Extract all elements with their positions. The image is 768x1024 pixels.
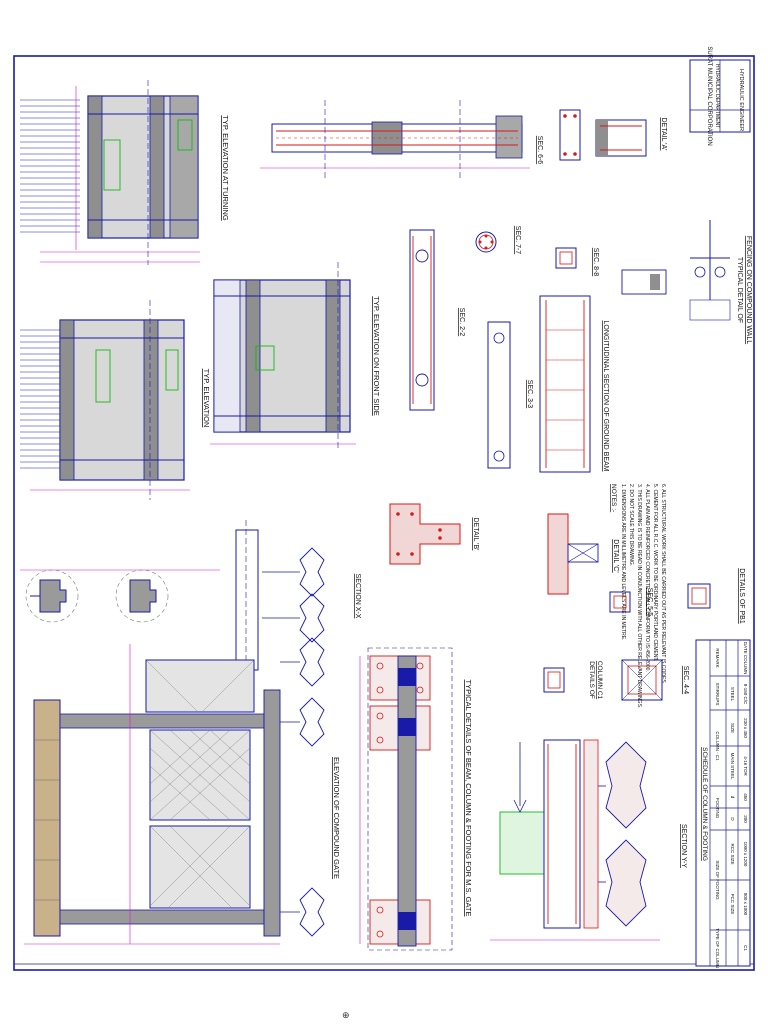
- label-beam-column-footing: TYPICAL DETAILS OF BEAM, COLUMN & FOOTIN…: [464, 680, 473, 917]
- schedule-table: SCHEDULE OF COLUMN & FOOTING TYPE OF COL…: [695, 639, 751, 968]
- schedule-subheader: RCC SIZE: [730, 843, 735, 864]
- note-item: 2. DO NOT SCALE THIS DRAWING.: [628, 484, 634, 566]
- note-item: 3. THIS DRAWING IS TO BE READ IN CONJUNC…: [636, 484, 642, 708]
- schedule-cell: 800 x 1000: [743, 893, 748, 916]
- schedule-cell: 4-16 TOR: [743, 756, 748, 776]
- schedule-header: STIRRUPS: [715, 683, 720, 706]
- sheet-border: [13, 55, 755, 971]
- label-typ-elevation: TYP. ELEVATION: [202, 369, 211, 428]
- schedule-cell: 200: [743, 815, 748, 823]
- schedule-header: SIZE OF FOOTING: [715, 860, 720, 900]
- view-column-c1: DETAILS OF COLUMN C1: [543, 661, 603, 700]
- sheet-mark: ⊕: [342, 1010, 350, 1020]
- label-column-c1-2: COLUMN C1: [596, 661, 603, 700]
- view-sec-7-7: SEC. 7-7: [475, 226, 521, 255]
- view-pb1: DETAILS OF PB1: [687, 568, 745, 624]
- label-fencing-2: FENCING ON COMPOUND WALL: [745, 236, 752, 344]
- label-column-c1-1: DETAILS OF: [588, 661, 595, 698]
- label-detail-a: DETAIL 'A': [660, 117, 667, 150]
- schedule-cell: C1: [743, 945, 748, 951]
- note-item: 5. CEMENT FOR ALL R.C.C. WORK TO BE ORDI…: [652, 484, 658, 661]
- schedule-cell: 8-150 C/C: [743, 684, 748, 705]
- schedule-subheader: PCC SIZE: [730, 894, 735, 915]
- view-section-xx: SECTION X-X: [20, 520, 361, 680]
- view-detail-c: DETAIL 'C': [547, 513, 619, 595]
- note-item: 6. ALL STRUCTURAL WORK SHALL BE CARRIED …: [660, 484, 666, 684]
- view-sec-8-8: SEC. 8-8: [555, 247, 599, 277]
- title-dept: HYDRAULIC DEPARTMENT: [714, 64, 720, 128]
- view-sec-4-4: SEC. 4-4: [621, 659, 689, 701]
- label-pb1: DETAILS OF PB1: [738, 568, 745, 624]
- view-detail-a: DETAIL 'A': [595, 117, 667, 157]
- schedule-title: SCHEDULE OF COLUMN & FOOTING: [701, 747, 708, 861]
- view-section-yy: SECTION Y-Y: [490, 739, 687, 941]
- label-elevation-front-side: TYP. ELEVATION ON FRONT SIDE: [372, 296, 381, 415]
- label-sec-5-5: SEC. 5-5: [646, 588, 653, 617]
- label-fencing-1: TYPICAL DETAIL OF: [736, 257, 743, 323]
- schedule-header: REMARK: [715, 648, 720, 667]
- view-ground-beam-longitudinal: LONGITUDINAL SECTION OF GROUND BEAM: [539, 295, 609, 473]
- label-sec-2-2: SEC. 2-2: [458, 308, 465, 337]
- label-sec-4-4: SEC. 4-4: [682, 666, 689, 695]
- view-sec-2-2: SEC. 2-2: [409, 229, 465, 411]
- view-fencing-detail: TYPICAL DETAIL OF FENCING ON COMPOUND WA…: [621, 220, 752, 344]
- view-elevation-turning: TYP. ELEVATION AT TURNING: [20, 80, 230, 265]
- label-sec-6-6: SEC. 6-6: [536, 136, 543, 165]
- schedule-header: TYPE OF COLUMN: [715, 928, 720, 968]
- view-detail-b: DETAIL 'B': [389, 503, 479, 565]
- note-item: 4. ALL PLAIN AND REINFORCED CONCRETE SHA…: [644, 484, 650, 672]
- label-section-yy: SECTION Y-Y: [680, 824, 687, 868]
- schedule-subheader: SIZE: [730, 723, 735, 733]
- view-ground-beam-elevation: [260, 100, 530, 180]
- schedule-cell: 450: [743, 793, 748, 801]
- view-typ-elevation: TYP. ELEVATION: [20, 300, 211, 500]
- notes-block: NOTES :- 1. DIMENSIONS ARE IN MILLIMETRE…: [610, 484, 666, 708]
- view-sec-6-6: SEC. 6-6: [536, 109, 581, 165]
- view-sec-5-5: SEC. 5-5: [609, 588, 653, 617]
- label-sec-8-8: SEC. 8-8: [592, 248, 599, 277]
- label-sec-3-3: SEC. 3-3: [526, 380, 533, 409]
- schedule-cell: 1000 x 1200: [743, 842, 748, 867]
- schedule-cell: 230 x 450: [743, 718, 748, 738]
- title-org: SURAT MUNICIPAL CORPORATION: [706, 46, 712, 145]
- schedule-cell: GATE COLUMN: [743, 642, 748, 675]
- label-elevation-turning: TYP. ELEVATION AT TURNING: [221, 115, 230, 221]
- title-block: SURAT MUNICIPAL CORPORATION HYDRAULIC DE…: [689, 46, 751, 146]
- view-beam-column-footing: TYPICAL DETAILS OF BEAM, COLUMN & FOOTIN…: [359, 647, 473, 951]
- schedule-header: COLUMN - C1: [715, 731, 720, 761]
- title-footer: HYDRAULIC ENGINEER: [738, 69, 744, 131]
- schedule-subheader: MAIN STEEL: [730, 753, 735, 780]
- view-elevation-front-side: TYP. ELEVATION ON FRONT SIDE: [210, 262, 381, 450]
- schedule-subheader: STEEL: [730, 687, 735, 702]
- label-section-xx: SECTION X-X: [354, 574, 361, 619]
- view-compound-gate: ELEVATION OF COMPOUND GATE: [24, 637, 341, 945]
- label-sec-7-7: SEC. 7-7: [514, 226, 521, 255]
- label-detail-b: DETAIL 'B': [472, 517, 479, 550]
- schedule-subheader: D: [730, 817, 735, 821]
- view-sec-3-3: SEC. 3-3: [487, 321, 533, 469]
- schedule-subheader: d: [730, 796, 735, 799]
- label-compound-gate: ELEVATION OF COMPOUND GATE: [332, 757, 341, 879]
- schedule-header: FOOTING: [715, 798, 720, 819]
- note-item: 1. DIMENSIONS ARE IN MILLIMETRE AND LEVE…: [620, 484, 626, 640]
- notes-heading: NOTES :-: [610, 484, 617, 512]
- label-detail-c: DETAIL 'C': [612, 539, 619, 572]
- label-ground-beam-longitudinal: LONGITUDINAL SECTION OF GROUND BEAM: [602, 320, 609, 471]
